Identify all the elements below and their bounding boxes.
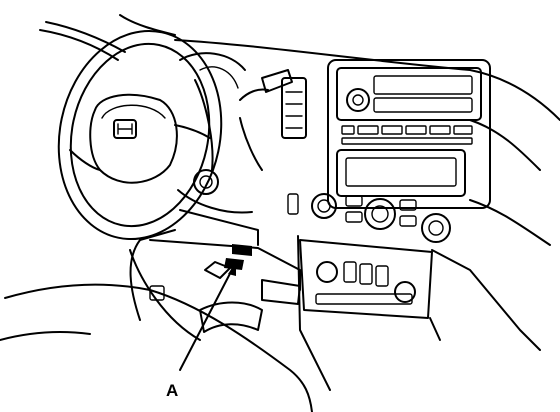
windshield-pillar xyxy=(39,14,176,61)
steering-column xyxy=(139,189,259,246)
steering-wheel xyxy=(57,29,223,241)
callout-a-label: A xyxy=(166,381,178,400)
climate-controls xyxy=(287,193,451,243)
dashboard-top xyxy=(174,39,560,246)
ignition-icon xyxy=(193,169,219,195)
audio-unit xyxy=(327,59,491,209)
air-vent xyxy=(281,77,307,139)
instrument-cluster xyxy=(179,52,246,171)
target-connector xyxy=(224,244,252,270)
callout-leader xyxy=(179,261,237,371)
lower-dash xyxy=(129,239,301,341)
control-stalk xyxy=(239,69,293,171)
switch-panel xyxy=(299,239,433,319)
console-side xyxy=(297,235,541,391)
seat-and-door xyxy=(0,283,313,412)
emblem-icon xyxy=(113,119,137,139)
